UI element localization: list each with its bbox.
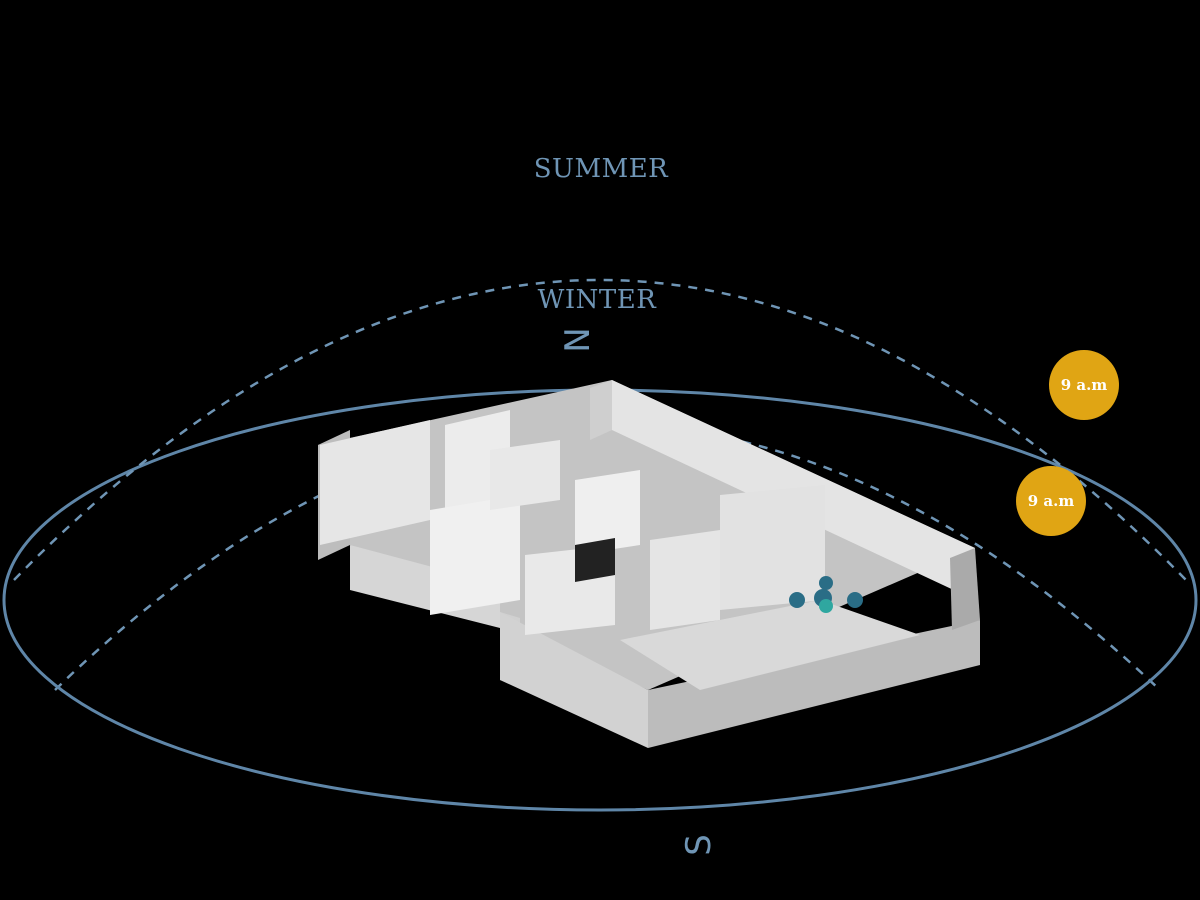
winter-label: WINTER — [538, 285, 658, 315]
horizon-orbit-front — [2, 599, 1198, 812]
winter-arc — [54, 423, 1161, 691]
summer-label: SUMMER — [534, 154, 669, 184]
summer-sun-marker: 9 a.m — [1049, 350, 1119, 420]
north-marker: N — [558, 327, 598, 352]
winter-sun-time: 9 a.m — [1028, 492, 1075, 510]
sun-icon — [1016, 466, 1086, 536]
south-marker: S — [679, 834, 719, 856]
summer-sun-time: 9 a.m — [1061, 376, 1108, 394]
sun-icon — [1049, 350, 1119, 420]
winter-sun-marker: 9 a.m — [1016, 466, 1086, 536]
apartment-model — [318, 380, 980, 748]
